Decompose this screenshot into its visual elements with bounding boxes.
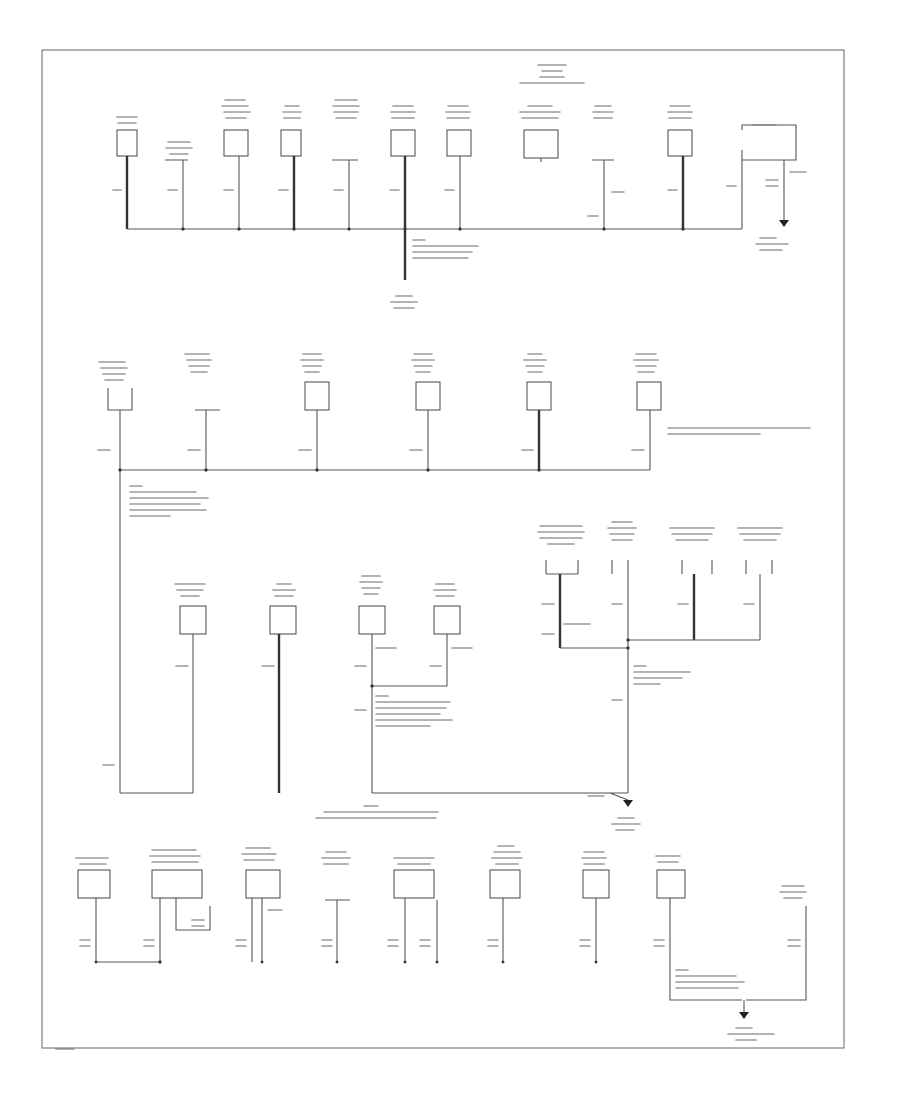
connector-open [545,560,579,575]
splice-dot-icon [403,227,407,231]
splice-dot-icon [403,960,407,964]
row-1-labels [116,64,777,155]
blue-wire [669,970,742,1001]
splice-dot-icon [681,227,685,231]
connector-open [611,560,629,574]
splice-dot-icon [626,638,630,642]
ground-point-icon [623,800,633,807]
row-2-components [98,353,662,411]
row-1-wires [112,156,807,309]
component-box-icon [415,381,441,411]
component-box-icon [489,869,521,899]
component-box-icon [77,869,111,899]
splice-dot-icon [237,227,241,231]
connector-open [107,388,133,411]
component-box-icon [523,129,559,159]
component-box-icon [582,869,610,899]
component-box-icon [304,381,330,411]
row-1-components [116,64,797,162]
ground-point-icon [739,1012,749,1019]
row-4-wires [55,898,807,1050]
tan-wire [746,906,807,1001]
splice-dot-icon [204,468,208,472]
splice-dot-icon [602,227,606,231]
splice-dot-icon [260,960,264,964]
splice-dot-icon [537,468,541,472]
component-box-icon [116,129,138,157]
splice-dot-icon [315,468,319,472]
splice-dot-icon [335,960,339,964]
splice-dot-icon [435,960,439,964]
row-2-wires [97,410,811,793]
ground-point-icon [779,220,789,227]
component-box-icon [667,129,693,157]
component-box-icon [433,605,461,635]
component-box-icon [526,381,552,411]
diagram-frame [41,49,845,1049]
component-box-icon [390,129,416,157]
inline-connector [175,898,211,931]
splice-dot-icon [370,684,374,688]
component-box-icon [393,869,435,899]
component-box-icon [245,869,281,899]
row-3-wires [102,574,761,831]
bracket-component [741,124,797,161]
splice-dot-icon [594,960,598,964]
splice-dot-icon [118,468,122,472]
component-box-icon [636,381,662,411]
splice-dot-icon [94,960,98,964]
splice-dot-icon [158,960,162,964]
splice-dot-icon [292,227,296,231]
component-box-icon [151,869,203,899]
component-box-icon [179,605,207,635]
splice-dot-icon [426,468,430,472]
connector-open [681,560,713,574]
component-box-icon [446,129,472,157]
component-box-icon [223,129,249,157]
splice-dot-icon [626,646,630,650]
row-3-components [174,521,783,635]
splice-dot-icon [347,227,351,231]
splice-dot-icon [458,227,462,231]
connector-open [745,560,773,574]
component-box-icon [656,869,686,899]
component-box-icon [280,129,302,157]
component-box-icon [358,605,386,635]
component-box-icon [269,605,297,635]
splice-dot-icon [501,960,505,964]
splice-dot-icon [181,227,185,231]
row-4-components [75,845,807,931]
